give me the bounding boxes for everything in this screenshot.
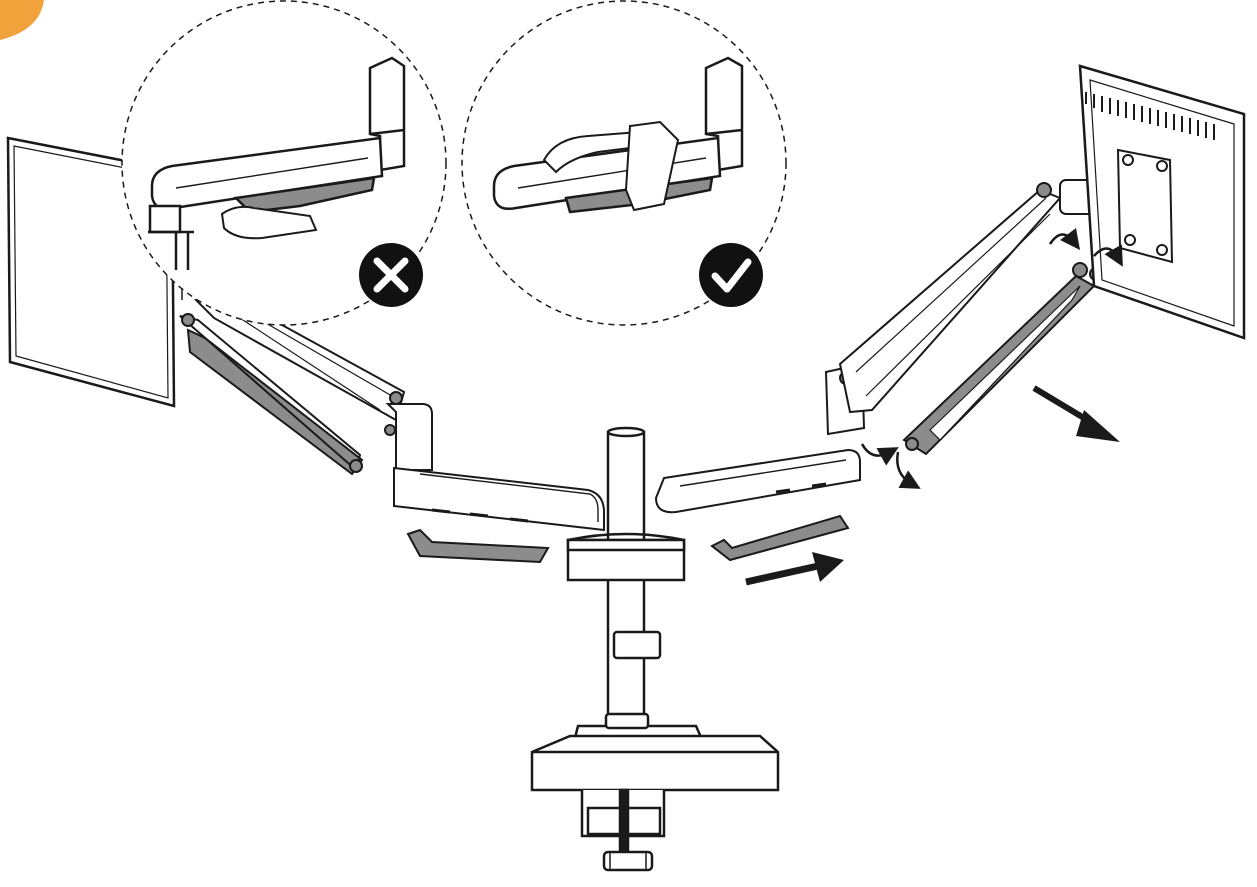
vent-slots — [1085, 92, 1215, 140]
pull-arrow-right-monitor — [1032, 385, 1120, 442]
corner-accent — [0, 0, 44, 40]
right-removed-cover — [710, 514, 850, 562]
hands-sliding-correct — [542, 120, 680, 212]
x-icon — [359, 243, 423, 307]
left-removed-cover — [406, 528, 550, 564]
desk-clamp — [530, 734, 780, 872]
checkmark-icon — [699, 243, 763, 307]
left-arm — [179, 290, 605, 532]
inset-wrong — [121, 0, 447, 326]
hand-pulling-wrong — [220, 205, 318, 240]
slide-arrow-right-cover — [745, 552, 844, 586]
right-arm — [654, 179, 1131, 514]
vesa-plate — [1116, 148, 1174, 264]
inset-correct — [461, 0, 787, 326]
